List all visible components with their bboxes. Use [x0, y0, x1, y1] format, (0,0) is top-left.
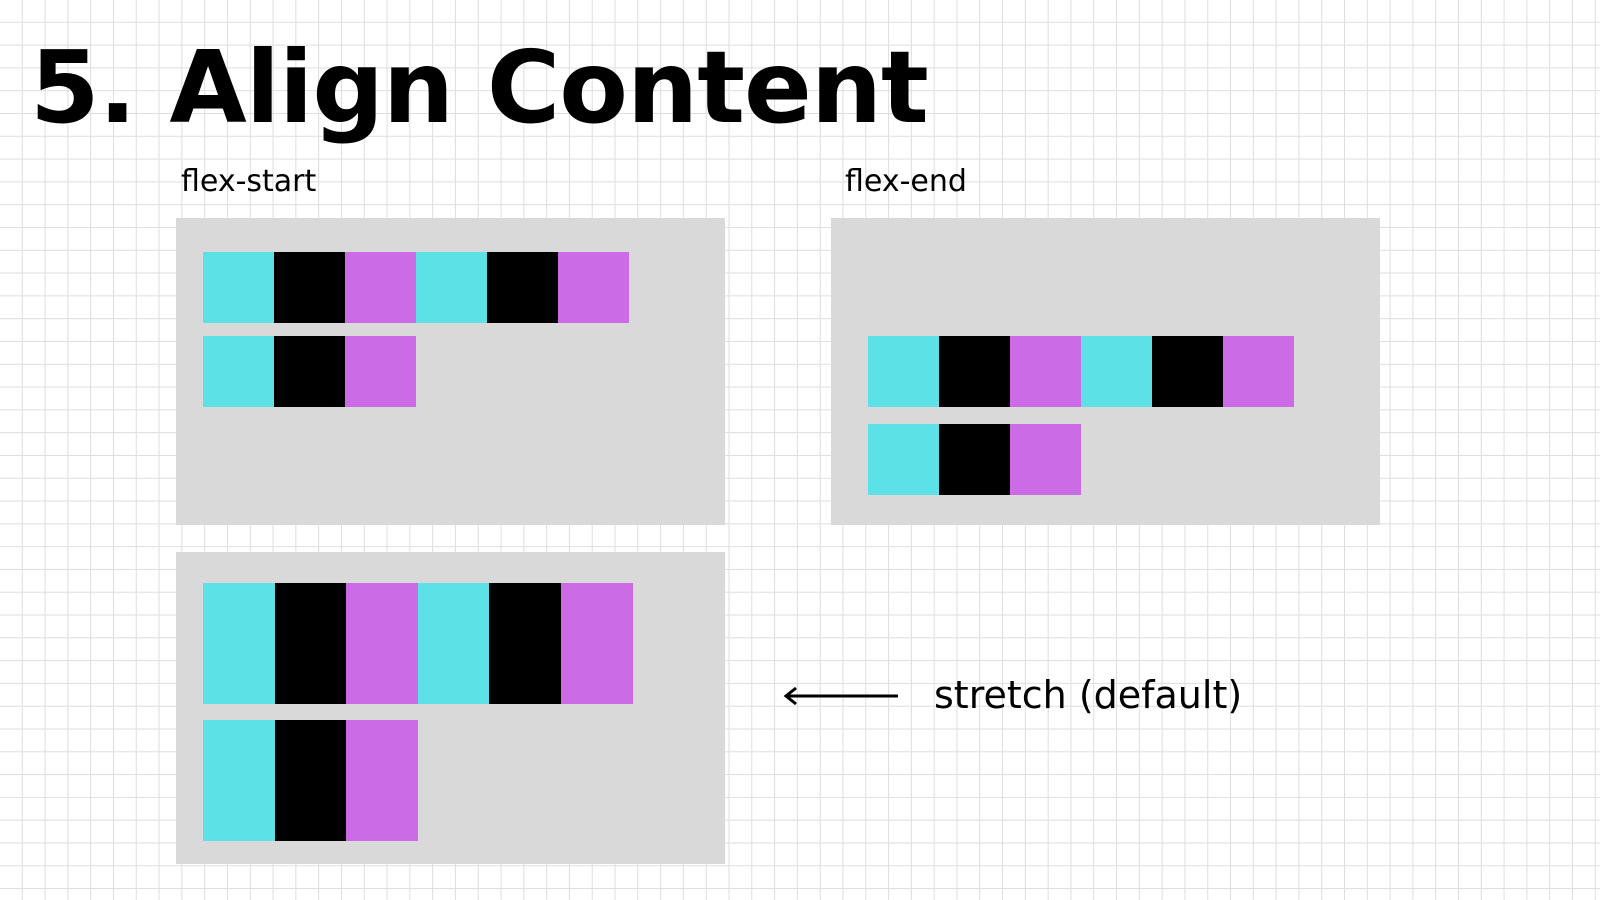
flex-item-cyan: [868, 424, 939, 495]
flex-item-black: [487, 252, 558, 323]
flex-item-purple: [560, 583, 633, 704]
label-flex-end: flex-end: [845, 164, 967, 199]
label-stretch: stretch (default): [934, 673, 1243, 717]
panel-flex-start: [176, 218, 725, 525]
flex-item-purple: [346, 583, 418, 704]
flex-item-black: [274, 252, 345, 323]
flex-item-purple: [1010, 424, 1081, 495]
left-arrow-icon: [783, 686, 898, 706]
label-flex-start: flex-start: [181, 164, 317, 199]
flex-item-black: [939, 424, 1010, 495]
flex-item-cyan: [203, 583, 275, 704]
flex-item-black: [274, 583, 347, 704]
flex-item-purple: [345, 336, 416, 407]
flex-item-cyan: [1081, 336, 1152, 407]
flex-item-cyan: [868, 336, 939, 407]
flex-item-cyan: [203, 336, 274, 407]
flex-item-cyan: [203, 720, 275, 841]
flex-item-black: [274, 720, 347, 841]
flex-item-cyan: [416, 252, 487, 323]
panel-flex-end: [831, 218, 1380, 525]
slide-title: 5. Align Content: [30, 29, 929, 146]
flex-item-purple: [345, 252, 416, 323]
flex-item-purple: [558, 252, 629, 323]
flex-item-purple: [1010, 336, 1081, 407]
flex-item-black: [1152, 336, 1223, 407]
flex-item-black: [489, 583, 561, 704]
flex-item-cyan: [417, 583, 490, 704]
flex-item-black: [939, 336, 1010, 407]
flex-item-black: [274, 336, 345, 407]
flex-item-cyan: [203, 252, 274, 323]
flex-item-purple: [346, 720, 418, 841]
flex-item-purple: [1223, 336, 1294, 407]
panel-stretch: [176, 552, 725, 864]
